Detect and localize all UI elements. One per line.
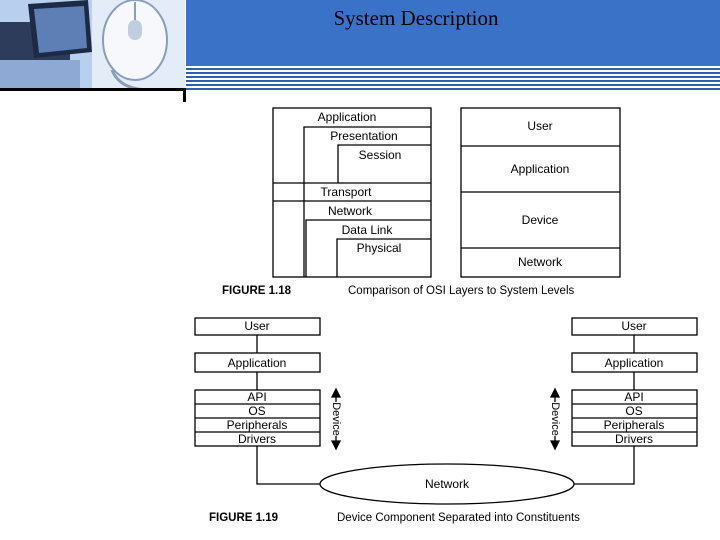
- right-device-arrow-down-icon: [549, 440, 561, 451]
- laptop-keyboard: [0, 60, 80, 90]
- header-divider-tick: [183, 88, 186, 102]
- laptop-mouse-icon: [0, 0, 185, 90]
- right-device-labels: User Application API OS Peripherals Driv…: [604, 319, 665, 446]
- system-label-device: Device: [522, 213, 559, 227]
- left-device-arrow-up-icon: [330, 387, 342, 398]
- figure-1-19-text: Device Component Separated into Constitu…: [337, 512, 580, 524]
- laptop-screen: [34, 6, 87, 53]
- left-application-label: Application: [228, 356, 287, 370]
- right-device-stack: [571, 317, 698, 485]
- right-application-label: Application: [605, 356, 664, 370]
- osi-stack-frame: [272, 107, 432, 278]
- computer-mouse-photo: [0, 0, 185, 90]
- right-drivers-label: Drivers: [615, 432, 653, 446]
- figure-1-19-label: FIGURE 1.19: [209, 512, 278, 524]
- right-device-arrow-up-icon: [549, 387, 561, 398]
- figure-1-19-caption: FIGURE 1.19 Device Component Separated i…: [209, 512, 580, 524]
- left-device-label: Device: [330, 402, 342, 436]
- osi-label-session: Session: [359, 148, 402, 162]
- right-device-label-mask: [548, 402, 562, 436]
- osi-datalink-bracket: [305, 219, 431, 277]
- mouse-wheel: [128, 20, 142, 40]
- left-device-stack: [194, 317, 322, 485]
- right-network-connector: [572, 446, 635, 485]
- system-level-labels: User Application Device Network: [511, 119, 570, 269]
- figure-1-18-label: FIGURE 1.18: [222, 285, 292, 297]
- osi-label-transport: Transport: [321, 185, 373, 199]
- slide-header: System Description: [0, 0, 720, 102]
- osi-label-presentation: Presentation: [330, 129, 397, 143]
- right-peripherals-label: Peripherals: [604, 418, 665, 432]
- left-os-label: OS: [248, 404, 265, 418]
- osi-physical-bracket: [336, 238, 431, 277]
- left-network-connector: [256, 446, 322, 485]
- system-label-application: Application: [511, 162, 570, 176]
- system-label-user: User: [527, 119, 552, 133]
- left-device-label-mask: [329, 402, 343, 436]
- header-stripes: [186, 66, 720, 90]
- figure-1-18-caption: FIGURE 1.18 Comparison of OSI Layers to …: [222, 285, 575, 297]
- header-bar: [186, 0, 720, 66]
- left-api-label: API: [247, 390, 266, 404]
- osi-label-application: Application: [318, 110, 377, 124]
- osi-label-data-link: Data Link: [342, 223, 394, 237]
- network-label: Network: [425, 477, 470, 491]
- left-device-arrow-down-icon: [330, 440, 342, 451]
- osi-label-physical: Physical: [357, 241, 402, 255]
- osi-label-network: Network: [328, 204, 373, 218]
- system-label-network: Network: [518, 255, 563, 269]
- osi-layer-labels: Application Presentation Session Transpo…: [318, 110, 402, 255]
- left-drivers-label: Drivers: [238, 432, 276, 446]
- left-peripherals-label: Peripherals: [227, 418, 288, 432]
- left-user-label: User: [244, 319, 269, 333]
- figure-1-18-text: Comparison of OSI Layers to System Level…: [348, 285, 575, 297]
- header-divider: [0, 88, 186, 91]
- osi-presentation-bracket: [303, 126, 431, 277]
- osi-layers-diagram: [272, 107, 432, 278]
- osi-session-bracket: [337, 144, 431, 183]
- right-api-label: API: [624, 390, 643, 404]
- left-device-labels: User Application API OS Peripherals Driv…: [227, 319, 288, 446]
- page-title: System Description: [333, 6, 499, 30]
- system-levels-diagram: [460, 107, 621, 278]
- right-os-label: OS: [625, 404, 642, 418]
- right-device-label: Device: [549, 402, 561, 436]
- network-ellipse: [319, 463, 575, 505]
- right-user-label: User: [621, 319, 646, 333]
